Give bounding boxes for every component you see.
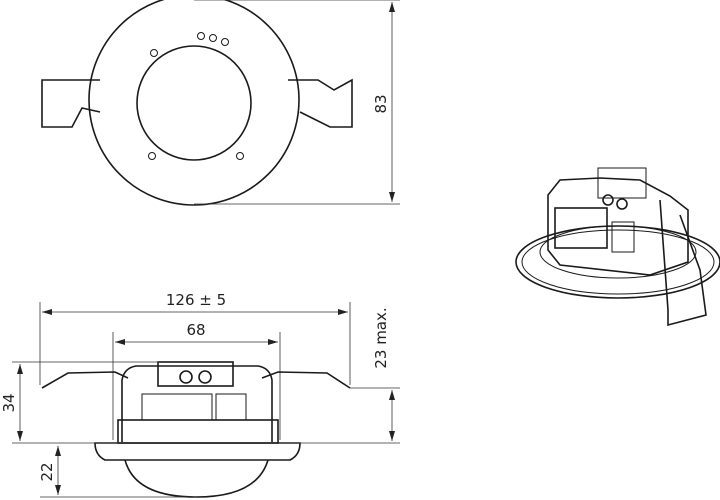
terminal-screw (179, 370, 193, 384)
iso-component-box (554, 207, 608, 249)
led-dot (236, 152, 244, 160)
right-clip-side (261, 371, 351, 389)
iso-connector (611, 221, 635, 253)
drawing-line (616, 198, 628, 210)
iso-housing (547, 177, 689, 276)
dome (124, 459, 269, 498)
isometric-view (515, 167, 720, 327)
dimension-label-126: 126 ± 5 (166, 291, 226, 309)
dimension-label-83: 83 (372, 94, 390, 113)
housing (121, 365, 273, 442)
led-dot (209, 34, 217, 42)
iso-spring-clip (659, 199, 707, 327)
base-plate (117, 419, 279, 444)
sensor-lens-circle (136, 45, 252, 161)
dimension-label-22: 22 (38, 462, 56, 481)
left-spring-clip (41, 79, 101, 128)
top-view: 83 (41, 0, 400, 206)
drawing-line (539, 225, 697, 279)
dimension-label-68: 68 (186, 321, 205, 339)
component-box (141, 393, 213, 421)
led-dot (150, 49, 158, 57)
led-dot (197, 32, 205, 40)
terminal-block (157, 361, 234, 387)
dimension-label-23-max: 23 max. (372, 307, 390, 368)
bezel (94, 442, 301, 461)
led-dot (221, 38, 229, 46)
drawing-line (521, 229, 715, 295)
iso-bezel-outer (515, 225, 720, 299)
right-spring-clip (288, 78, 353, 128)
led-dot (148, 152, 156, 160)
dimension-label-34: 34 (0, 393, 18, 412)
left-clip-side (41, 371, 129, 389)
connector-block (215, 393, 247, 421)
iso-terminal-block (597, 167, 647, 199)
drawing-line (602, 194, 614, 206)
outer-bezel-circle (88, 0, 300, 206)
terminal-screw (198, 370, 212, 384)
side-view: 126 ± 5 68 34 22 23 max. (0, 291, 400, 498)
